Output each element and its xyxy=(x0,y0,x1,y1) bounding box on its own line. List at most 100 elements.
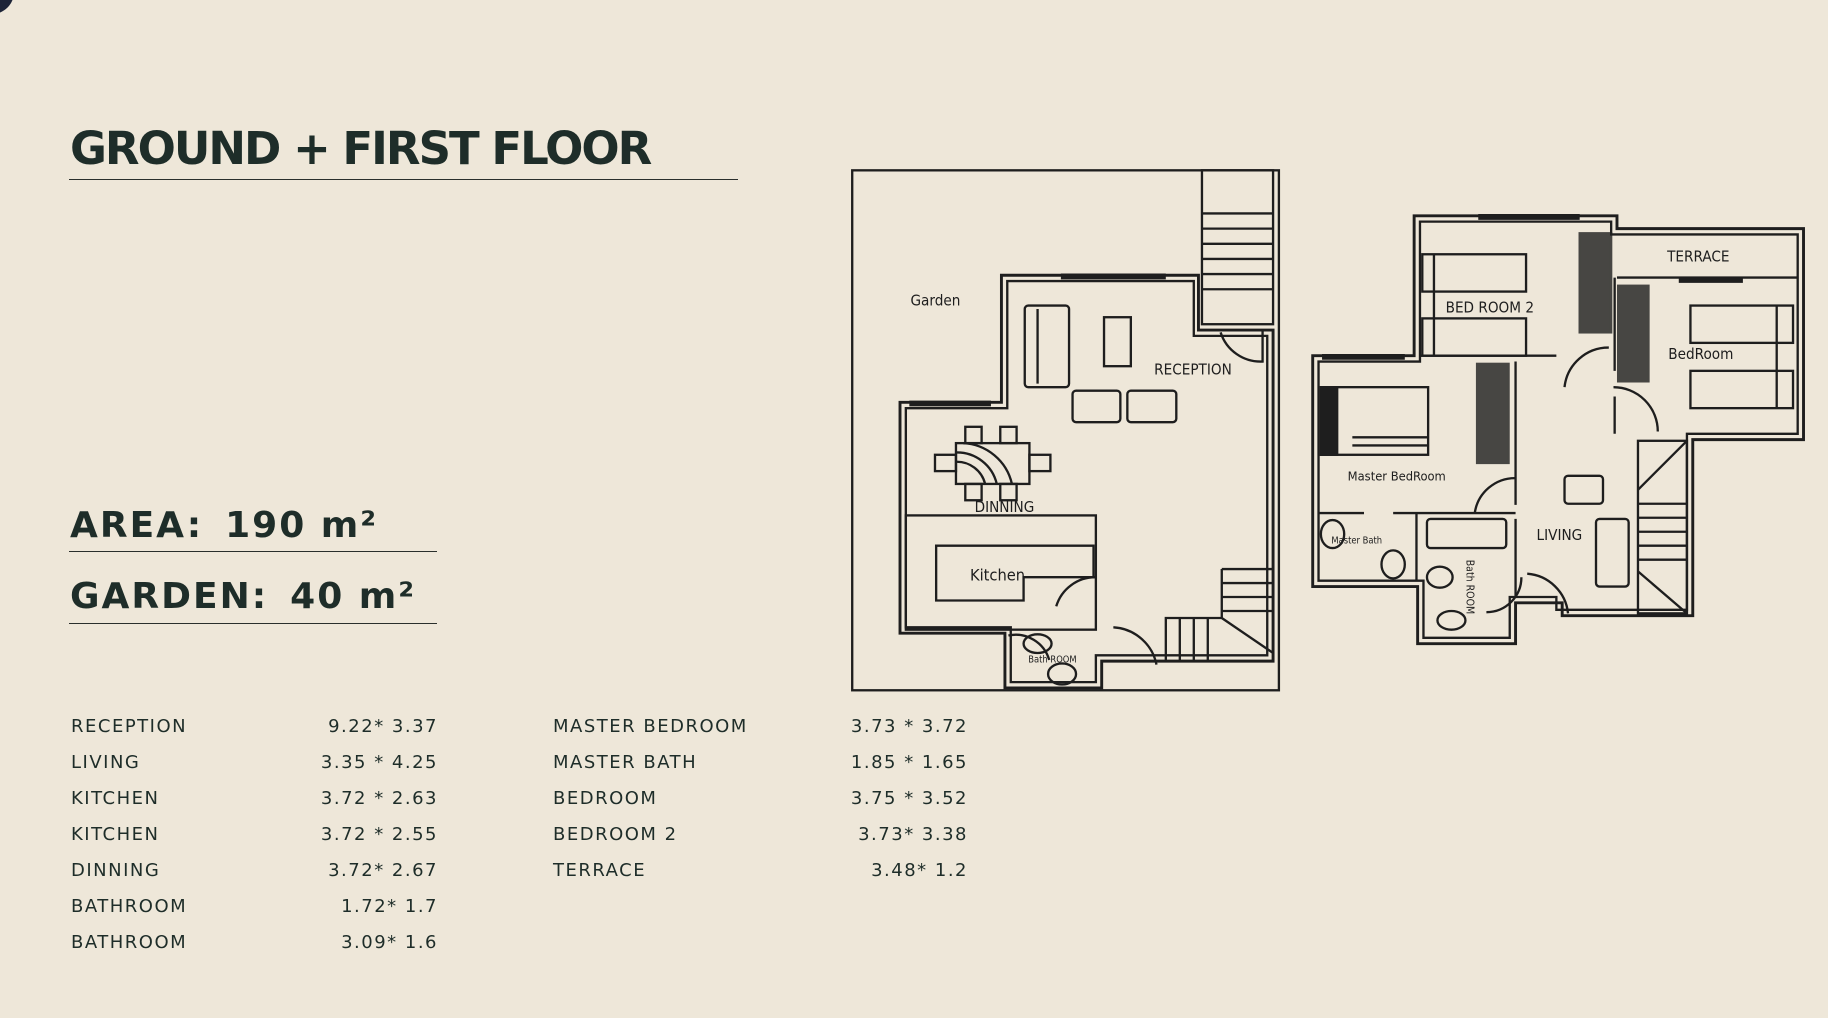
label-living: LIVING xyxy=(1537,526,1583,544)
garden-boundary xyxy=(851,169,1281,692)
sink-icon xyxy=(1022,633,1053,655)
wardrobe-icon xyxy=(1578,232,1613,334)
stairs-top xyxy=(1200,169,1275,326)
area-value: 190 m² xyxy=(225,505,379,546)
label-master-bedroom: Master BedRoom xyxy=(1348,469,1446,484)
label-bedroom-2: BED ROOM 2 xyxy=(1446,299,1534,317)
room-size: 3.35 * 4.25 xyxy=(320,752,438,773)
kitchen-wall xyxy=(904,514,1098,631)
garden-stat: GARDEN: 40 m² xyxy=(70,576,416,617)
room-size: 3.75 * 3.52 xyxy=(850,788,968,809)
stairs-first xyxy=(1636,439,1689,615)
room-name: DINNING xyxy=(71,860,161,881)
first-inner-wall xyxy=(1317,220,1799,639)
area-underline xyxy=(69,551,437,552)
label-terrace: TERRACE xyxy=(1666,247,1729,265)
room-row: MASTER BATH 1.85 * 1.65 xyxy=(553,749,968,785)
door-arc xyxy=(1008,633,1051,661)
label-master-bath: Master Bath xyxy=(1331,535,1382,546)
room-size: 3.09* 1.6 xyxy=(341,932,438,953)
toilet-icon xyxy=(1046,662,1078,686)
area-label: AREA: xyxy=(70,505,204,546)
sofa-icon xyxy=(1023,304,1071,389)
label-garden: Garden xyxy=(911,292,961,310)
kitchen-counter-icon xyxy=(934,544,1095,602)
room-row: LIVING 3.35 * 4.25 xyxy=(71,749,438,785)
bed-icon xyxy=(1421,253,1528,357)
ground-floor-plan: Garden RECEPTION DINNING Kitchen Bath RO… xyxy=(851,169,1281,692)
door-arc xyxy=(1113,626,1158,665)
room-row: BATHROOM 1.72* 1.7 xyxy=(71,893,438,929)
door-arc xyxy=(1613,386,1659,432)
label-bedroom: BedRoom xyxy=(1668,345,1733,363)
room-size: 3.48* 1.2 xyxy=(871,860,968,881)
wardrobe-icon xyxy=(1475,362,1510,465)
coffee-table-icon xyxy=(1102,316,1133,368)
toilet-icon xyxy=(1436,609,1467,631)
room-size: 9.22* 3.37 xyxy=(328,716,438,737)
garden-underline xyxy=(69,623,437,624)
room-size: 3.73 * 3.72 xyxy=(850,716,968,737)
door-arc xyxy=(1563,346,1609,388)
room-name: BATHROOM xyxy=(71,896,188,917)
room-size: 3.72 * 2.55 xyxy=(320,824,438,845)
room-size: 1.72* 1.7 xyxy=(341,896,438,917)
room-name: KITCHEN xyxy=(71,788,160,809)
room-size: 1.85 * 1.65 xyxy=(850,752,968,773)
room-size: 3.73* 3.38 xyxy=(858,824,968,845)
bed-icon xyxy=(1689,304,1795,410)
room-name: TERRACE xyxy=(553,860,647,881)
ground-inner-wall xyxy=(904,279,1269,684)
title-underline xyxy=(69,179,738,180)
door-arc xyxy=(1473,476,1516,514)
room-name: MASTER BEDROOM xyxy=(553,716,748,737)
room-row: KITCHEN 3.72 * 2.55 xyxy=(71,821,438,857)
bathtub-icon xyxy=(1425,517,1508,550)
label-bath: Bath ROOM xyxy=(1028,654,1076,665)
garden-label: GARDEN: xyxy=(70,576,269,617)
sofa-icon xyxy=(1594,517,1630,588)
room-sizes-left: RECEPTION 9.22* 3.37 LIVING 3.35 * 4.25 KI… xyxy=(71,713,438,965)
room-name: RECEPTION xyxy=(71,716,188,737)
armchair-icon xyxy=(1126,389,1178,424)
room-name: BEDROOM xyxy=(553,788,658,809)
toilet-icon xyxy=(1380,549,1406,580)
room-size: 3.72 * 2.63 xyxy=(320,788,438,809)
stairs-bottom xyxy=(1164,567,1274,662)
page-title: GROUND + FIRST FLOOR xyxy=(70,122,652,175)
room-name: BATHROOM xyxy=(71,932,188,953)
garden-value: 40 m² xyxy=(290,576,417,617)
label-kitchen: Kitchen xyxy=(970,566,1025,585)
room-sizes-right: MASTER BEDROOM 3.73 * 3.72 MASTER BATH 1.8… xyxy=(553,713,968,893)
room-row: DINNING 3.72* 2.67 xyxy=(71,857,438,893)
room-row: MASTER BEDROOM 3.73 * 3.72 xyxy=(553,713,968,749)
sink-icon xyxy=(1319,518,1346,550)
room-row: TERRACE 3.48* 1.2 xyxy=(553,857,968,893)
door-arc xyxy=(1527,572,1570,614)
room-row: BEDROOM 3.75 * 3.52 xyxy=(553,785,968,821)
room-row: BATHROOM 3.09* 1.6 xyxy=(71,929,438,965)
wardrobe-icon xyxy=(1616,284,1650,383)
label-dining: DINNING xyxy=(975,498,1035,516)
room-name: KITCHEN xyxy=(71,824,160,845)
room-row: RECEPTION 9.22* 3.37 xyxy=(71,713,438,749)
bed-icon xyxy=(1319,386,1430,456)
room-size: 3.72* 2.67 xyxy=(328,860,438,881)
ground-outer-wall xyxy=(898,273,1275,690)
door-arc xyxy=(1055,576,1096,607)
room-name: BEDROOM 2 xyxy=(553,824,678,845)
first-floor-plan: TERRACE BED ROOM 2 BedRoom Master BedRoo… xyxy=(1311,214,1805,646)
room-name: MASTER BATH xyxy=(553,752,698,773)
armchair-icon xyxy=(1563,474,1605,505)
door-arc xyxy=(1486,577,1523,614)
door-arc xyxy=(1219,330,1264,363)
sink-icon xyxy=(1425,565,1454,589)
armchair-icon xyxy=(1071,389,1122,424)
label-reception: RECEPTION xyxy=(1154,360,1232,378)
room-name: LIVING xyxy=(71,752,141,773)
label-bath-room: Bath ROOM xyxy=(1464,560,1476,614)
area-stat: AREA: 190 m² xyxy=(70,505,378,546)
room-row: KITCHEN 3.72 * 2.63 xyxy=(71,785,438,821)
room-row: BEDROOM 2 3.73* 3.38 xyxy=(553,821,968,857)
